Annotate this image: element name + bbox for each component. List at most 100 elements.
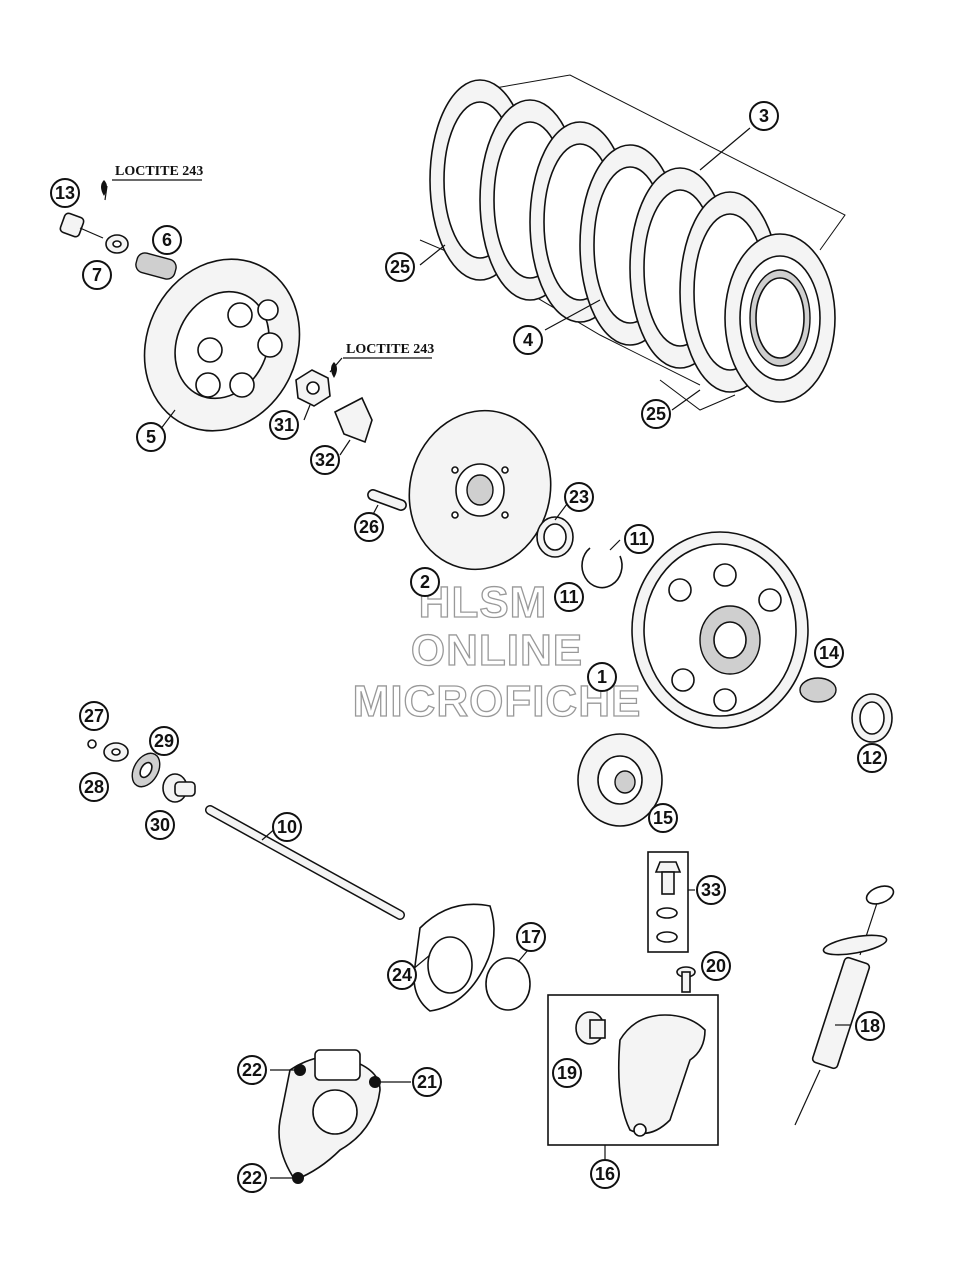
svg-text:1: 1 — [597, 667, 607, 687]
lever-assembly — [547, 994, 719, 1146]
push-rod — [205, 805, 405, 920]
callout-6: 6 — [152, 225, 182, 255]
svg-text:11: 11 — [559, 587, 578, 607]
spring-6 — [135, 252, 177, 280]
callout-27: 27 — [79, 701, 109, 731]
svg-text:19: 19 — [557, 1063, 577, 1083]
callout-29: 29 — [149, 726, 179, 756]
callout-30: 30 — [145, 810, 175, 840]
callout-17: 17 — [516, 922, 546, 952]
washer-7 — [105, 234, 129, 254]
o-ring-17 — [485, 957, 531, 1011]
clutch-basket — [631, 531, 809, 729]
callout-3: 3 — [749, 101, 779, 131]
svg-text:16: 16 — [595, 1164, 615, 1184]
callout-7: 7 — [82, 260, 112, 290]
circlip-11 — [581, 547, 623, 589]
svg-text:27: 27 — [84, 706, 104, 726]
clutch-hub — [408, 409, 552, 571]
svg-text:25: 25 — [646, 404, 666, 424]
svg-text:13: 13 — [55, 183, 75, 203]
loctite-label-a: LOCTITE 243 — [115, 164, 203, 179]
svg-text:29: 29 — [154, 731, 174, 751]
svg-text:4: 4 — [523, 330, 533, 350]
svg-text:15: 15 — [653, 808, 673, 828]
svg-text:22: 22 — [242, 1060, 262, 1080]
callout-2: 2 — [410, 567, 440, 597]
needle-bearing-14 — [799, 677, 837, 703]
svg-text:26: 26 — [359, 517, 379, 537]
clutch-plate-stack — [419, 74, 846, 411]
callout-12: 12 — [857, 743, 887, 773]
primary-gear — [577, 733, 663, 827]
callout-21: 21 — [412, 1067, 442, 1097]
svg-text:2: 2 — [420, 572, 430, 592]
svg-text:21: 21 — [417, 1072, 437, 1092]
bleeder-kit — [647, 851, 689, 953]
pin-26 — [367, 489, 407, 511]
svg-text:11: 11 — [629, 529, 648, 549]
callout-20: 20 — [701, 951, 731, 981]
callout-16: 16 — [590, 1159, 620, 1189]
pressure-plate — [143, 258, 301, 432]
watermark-line-2: ONLINE — [411, 626, 583, 675]
screw-20 — [676, 966, 696, 993]
svg-text:12: 12 — [862, 748, 882, 768]
svg-text:25: 25 — [390, 257, 410, 277]
callout-22b: 22 — [237, 1163, 267, 1193]
svg-text:18: 18 — [860, 1016, 880, 1036]
svg-text:33: 33 — [701, 880, 721, 900]
svg-text:6: 6 — [162, 230, 172, 250]
svg-text:17: 17 — [521, 927, 541, 947]
syringe-18 — [794, 885, 895, 1126]
leader-lines — [104, 127, 850, 1179]
svg-text:3: 3 — [759, 106, 769, 126]
callout-5: 5 — [136, 422, 166, 452]
washer-23 — [536, 516, 574, 558]
callout-26: 26 — [354, 512, 384, 542]
slave-cylinder-cover — [278, 1049, 381, 1184]
watermark: HLSM ONLINE MICROFICHE — [352, 577, 641, 726]
nut-31 — [295, 369, 331, 407]
loctite-label-b: LOCTITE 243 — [346, 342, 434, 357]
svg-text:5: 5 — [146, 427, 156, 447]
callout-4: 4 — [513, 325, 543, 355]
callout-24: 24 — [387, 960, 417, 990]
callout-32: 32 — [310, 445, 340, 475]
callout-25a: 25 — [385, 252, 415, 282]
callout-10: 10 — [272, 812, 302, 842]
push-piece-30 — [162, 773, 196, 803]
callout-25b: 25 — [641, 399, 671, 429]
washer-12 — [851, 693, 893, 743]
callout-31: 31 — [269, 410, 299, 440]
washer-28 — [103, 742, 129, 762]
callout-13: 13 — [50, 178, 80, 208]
gasket-24 — [413, 903, 495, 1012]
thrust-bearing-29 — [131, 752, 161, 788]
callout-18: 18 — [855, 1011, 885, 1041]
svg-text:22: 22 — [242, 1168, 262, 1188]
callout-28: 28 — [79, 772, 109, 802]
callout-33: 33 — [696, 875, 726, 905]
svg-text:32: 32 — [315, 450, 335, 470]
ball-27 — [87, 739, 97, 749]
bolt-13 — [59, 212, 104, 239]
svg-text:7: 7 — [92, 265, 102, 285]
svg-text:24: 24 — [392, 965, 412, 985]
lock-washer-32 — [333, 396, 373, 444]
callout-11b: 11 — [554, 582, 584, 612]
callout-11a: 11 — [624, 524, 654, 554]
svg-text:10: 10 — [277, 817, 297, 837]
callout-14: 14 — [814, 638, 844, 668]
svg-text:30: 30 — [150, 815, 170, 835]
svg-text:20: 20 — [706, 956, 726, 976]
loctite-note-a: LOCTITE 243 — [101, 164, 203, 196]
callout-19: 19 — [552, 1058, 582, 1088]
callout-1: 1 — [587, 662, 617, 692]
loctite-note-b: LOCTITE 243 — [331, 342, 434, 378]
svg-text:28: 28 — [84, 777, 104, 797]
svg-text:31: 31 — [274, 415, 294, 435]
svg-text:14: 14 — [819, 643, 839, 663]
callout-22a: 22 — [237, 1055, 267, 1085]
